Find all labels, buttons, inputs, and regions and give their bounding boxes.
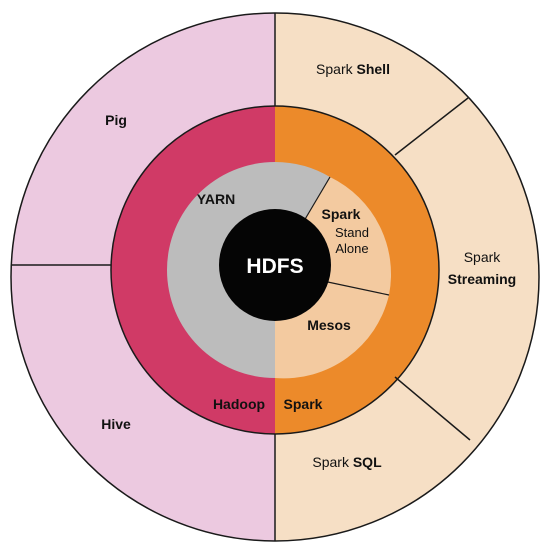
streaming-sql-divider (394, 376, 471, 441)
spark-streaming-name: Streaming (448, 271, 516, 287)
standalone-line1: Stand (335, 225, 369, 240)
shell-streaming-divider (394, 97, 469, 156)
standalone-title: Spark (322, 206, 361, 222)
spark-sql-label: Spark SQL (312, 454, 382, 470)
hive-label: Hive (101, 416, 131, 432)
yarn-label: YARN (197, 191, 235, 207)
hdfs-label: HDFS (246, 255, 303, 278)
spark-ring-label: Spark (284, 396, 323, 412)
yarn-standalone-divider (300, 176, 331, 227)
standalone-line2: Alone (335, 241, 368, 256)
standalone-mesos-divider (322, 280, 390, 296)
hdfs-core (219, 209, 331, 321)
mesos-label: Mesos (307, 317, 351, 333)
spark-streaming-prefix: Spark (464, 249, 502, 265)
spark-shell-label: Spark Shell (316, 61, 390, 77)
hadoop-label: Hadoop (213, 396, 265, 412)
pig-label: Pig (105, 112, 127, 128)
separators (10, 12, 540, 542)
